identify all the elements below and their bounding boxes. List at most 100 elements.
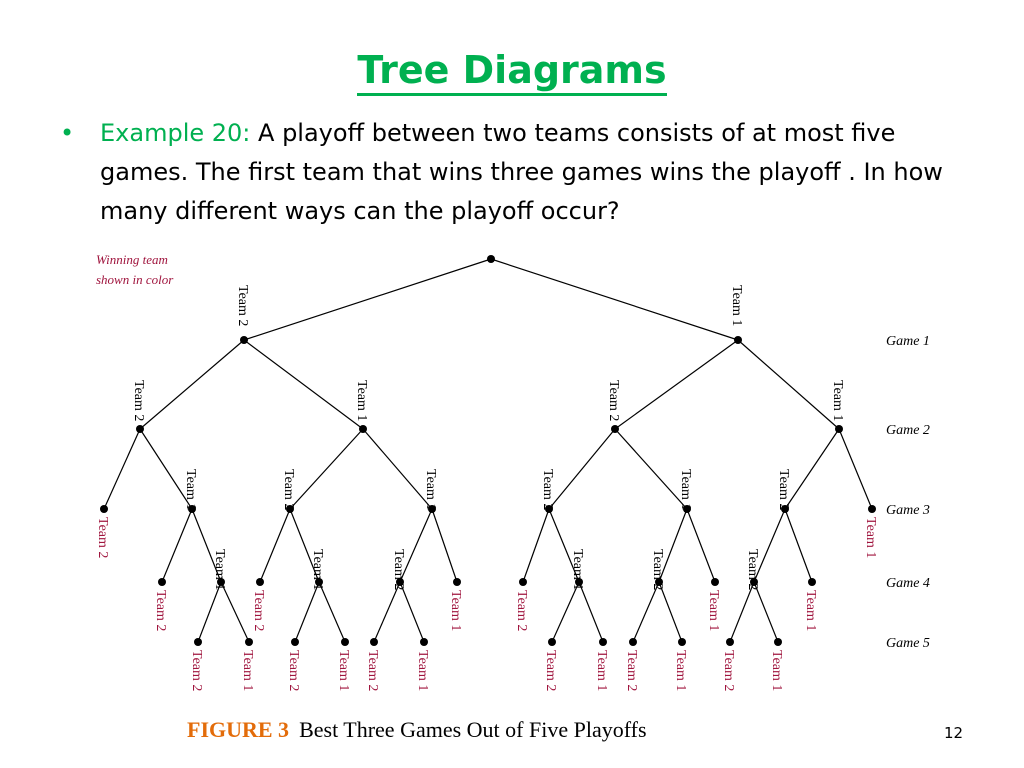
tree-node	[781, 505, 789, 513]
tree-edge	[139, 428, 193, 510]
winner-edge-label: Team 2	[251, 590, 266, 631]
tree-edge	[399, 581, 425, 643]
tree-edge	[243, 258, 492, 341]
tree-edge	[551, 581, 580, 643]
tree-node	[359, 425, 367, 433]
tree-node	[245, 638, 253, 646]
winner-edge-label: Team 1	[673, 650, 688, 691]
winner-edge-label: Team 1	[336, 650, 351, 691]
slide-title-text: Tree Diagrams	[357, 48, 667, 96]
tree-edge	[103, 428, 141, 510]
tree-node	[487, 255, 495, 263]
tree-edge	[197, 581, 222, 643]
tree-node	[453, 578, 461, 586]
tree-edge	[362, 428, 433, 510]
tree-edge	[243, 339, 364, 430]
tree-edge	[737, 339, 840, 430]
game-label: Game 1	[886, 334, 930, 349]
tree-edge	[614, 428, 688, 510]
tree-node	[370, 638, 378, 646]
tree-node	[629, 638, 637, 646]
tree-edge	[139, 339, 245, 430]
tree-edge	[784, 508, 813, 583]
winner-edge-label: Team 1	[769, 650, 784, 691]
winner-edge-label: Team 2	[624, 650, 639, 691]
tree-node	[774, 638, 782, 646]
tree-node	[611, 425, 619, 433]
tree-node	[136, 425, 144, 433]
tree-node	[420, 638, 428, 646]
tree-edge	[294, 581, 320, 643]
edge-label: Team 1	[183, 469, 198, 510]
tree-edge	[318, 581, 346, 643]
tree-node	[734, 336, 742, 344]
tree-edge	[614, 339, 739, 430]
game-label: Game 3	[886, 503, 930, 518]
winner-edge-label: Team 1	[415, 650, 430, 691]
tree-node	[678, 638, 686, 646]
figure-number: FIGURE 3	[187, 717, 290, 742]
tree-node	[428, 505, 436, 513]
tree-node	[286, 505, 294, 513]
edge-label: Team 2	[776, 469, 791, 510]
tree-edge	[784, 428, 840, 510]
tree-edge	[490, 258, 739, 341]
game-label: Game 4	[886, 576, 930, 591]
tree-node	[835, 425, 843, 433]
winner-edge-label: Team 2	[514, 590, 529, 631]
tree-node	[808, 578, 816, 586]
tree-edge	[578, 581, 604, 643]
tree-node	[711, 578, 719, 586]
edge-label: Team 2	[235, 285, 250, 326]
page-number: 12	[944, 724, 964, 742]
tree-edge	[522, 508, 550, 583]
tree-edges	[103, 258, 873, 643]
tree-edge	[548, 428, 616, 510]
tree-edge	[373, 581, 401, 643]
tree-edge-labels: Team 2 Team 2 Team 2 Team 1 Team 2 Team 1 Team…	[95, 285, 878, 691]
tree-node	[868, 505, 876, 513]
tree-node	[396, 578, 404, 586]
legend-line: shown in color	[96, 272, 174, 287]
game-label: Game 2	[886, 423, 930, 438]
edge-label: Team 2	[540, 469, 555, 510]
tree-edge	[161, 508, 193, 583]
edge-label: Team 1	[354, 380, 369, 421]
tree-edge	[191, 508, 222, 583]
tree-edge	[548, 508, 580, 583]
tree-edge	[289, 508, 320, 583]
edge-label: Team 2	[131, 380, 146, 421]
winner-edge-label: Team 2	[721, 650, 736, 691]
tree-node	[683, 505, 691, 513]
example-question: A playoff between two teams consists of …	[100, 119, 943, 225]
tree-edge	[259, 508, 291, 583]
game-label: Game 5	[886, 636, 930, 651]
tree-edge	[399, 508, 433, 583]
tree-node	[519, 578, 527, 586]
winner-edge-label: Team 1	[594, 650, 609, 691]
edge-label: Team 2	[281, 469, 296, 510]
tree-node	[548, 638, 556, 646]
tree-nodes	[100, 255, 876, 646]
tree-edge	[729, 581, 755, 643]
winner-edge-label: Team 1	[803, 590, 818, 631]
edge-label: Team 1	[423, 469, 438, 510]
tree-node	[217, 578, 225, 586]
tree-edge	[753, 581, 779, 643]
winner-edge-label: Team 2	[365, 650, 380, 691]
edge-label: Team 2	[606, 380, 621, 421]
winner-edge-label: Team 2	[95, 517, 110, 558]
tree-node	[240, 336, 248, 344]
tree-node	[599, 638, 607, 646]
tree-node	[194, 638, 202, 646]
tree-edge	[658, 508, 688, 583]
tree-node	[726, 638, 734, 646]
winner-edge-label: Team 1	[863, 517, 878, 558]
tree-edge	[838, 428, 873, 510]
tree-edge	[220, 581, 250, 643]
bullet-text: Example 20: A playoff between two teams …	[100, 114, 960, 231]
bullet-point: •	[60, 119, 75, 147]
